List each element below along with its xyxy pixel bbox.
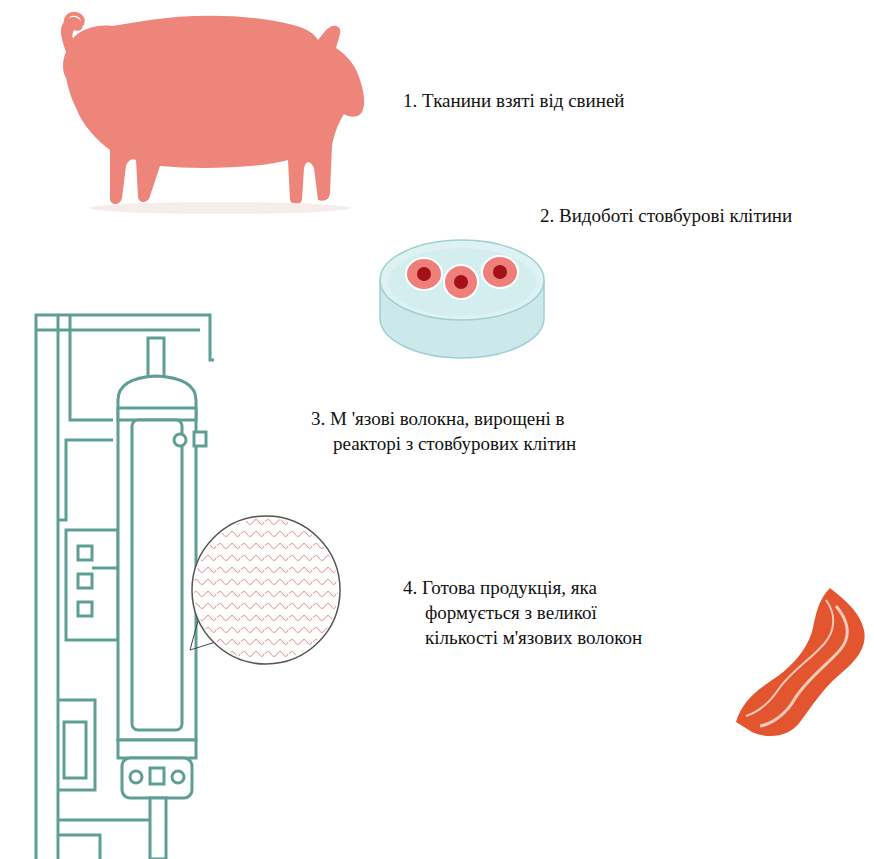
muscle-fibers: [190, 515, 342, 665]
pig-shadow: [90, 202, 350, 214]
step-caption: 3. М 'язові волокна, вирощені в реакторі…: [311, 406, 611, 456]
bacon-strip: [736, 588, 865, 736]
step-caption: 1. Тканини взяті від свиней: [403, 88, 843, 113]
step-caption: 2. Видоботі стовбурові клітини: [540, 203, 830, 228]
bioreactor: [36, 315, 214, 859]
pig-silhouette: [61, 16, 364, 205]
step-caption: 4. Готова продукція, яка формується з ве…: [403, 575, 648, 650]
pig-tail: [66, 14, 83, 40]
petri-dish: [380, 240, 544, 358]
